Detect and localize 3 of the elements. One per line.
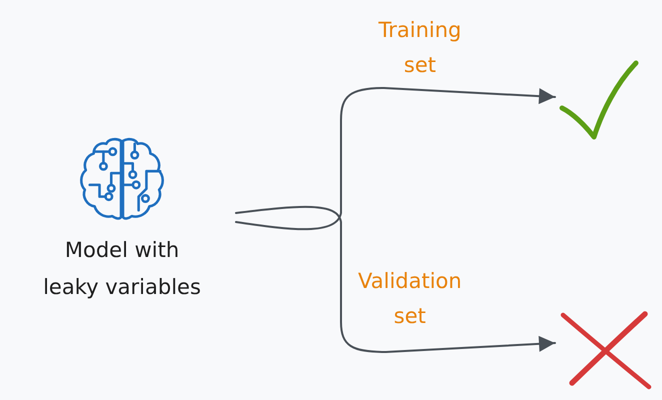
curved-arrow xyxy=(235,206,556,353)
curved-arrow xyxy=(235,87,556,230)
node-label: Model with leaky variables xyxy=(42,237,202,301)
